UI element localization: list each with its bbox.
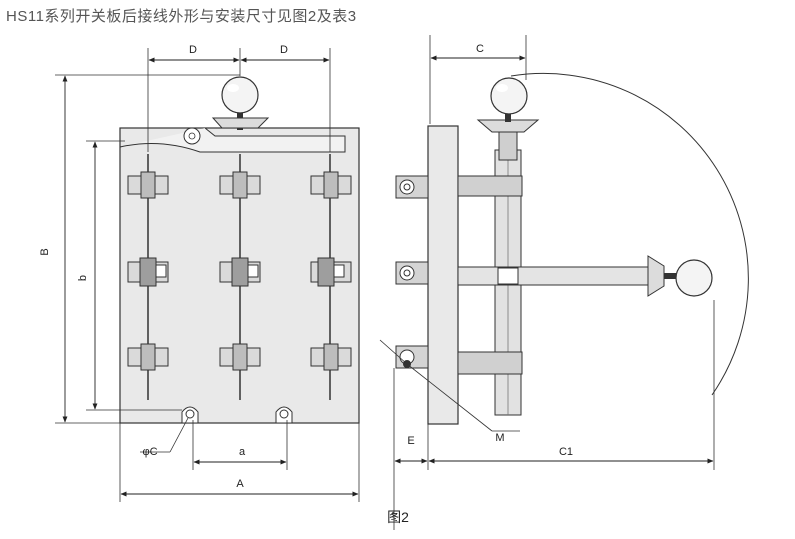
handle-knob (211, 76, 270, 130)
dim-label-A: A (236, 478, 244, 490)
dim-label-phiC: φC (142, 446, 157, 458)
dim-label-D-left: D (189, 44, 197, 56)
side-handle-knob (476, 77, 540, 161)
side-panel (427, 125, 459, 425)
front-view (55, 48, 360, 502)
dim-label-C1: C1 (559, 446, 573, 458)
dim-label-B: B (39, 248, 51, 255)
dim-label-b: b (77, 275, 89, 281)
terminal-studs (395, 175, 429, 369)
side-horizontal-knob (675, 259, 713, 297)
dim-label-D-right: D (280, 44, 288, 56)
dim-label-a: a (239, 446, 246, 458)
contact-row-top (127, 171, 352, 199)
page-title: HS11系列开关板后接线外形与安装尺寸见图2及表3 (6, 8, 357, 25)
dim-label-M: M (495, 432, 504, 444)
mounting-lugs (181, 406, 293, 424)
contact-row-middle (127, 257, 352, 287)
dim-label-E: E (407, 435, 414, 447)
figure-caption: 图2 (387, 509, 409, 525)
side-view (379, 35, 749, 530)
swing-arc (510, 72, 749, 396)
top-bar (119, 127, 346, 153)
pivot-circle (183, 127, 201, 145)
contact-row-bottom (127, 343, 352, 371)
dim-label-C: C (476, 43, 484, 55)
